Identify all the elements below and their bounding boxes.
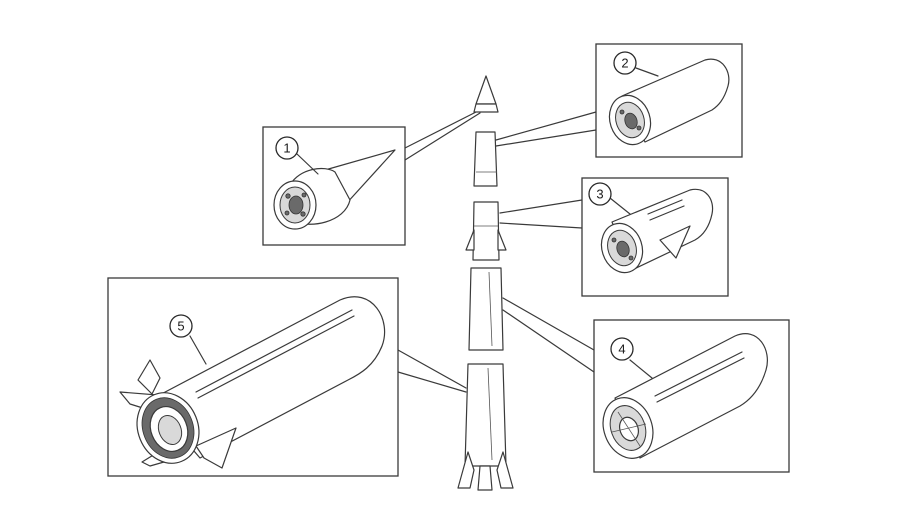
leader-lines [397,109,597,393]
detail-box-2: 2 [595,43,743,158]
detail-box-3: 3 [581,177,729,297]
detail-box-4: 4 [593,319,790,473]
callout-1-label: 1 [283,141,290,156]
detail-box-5: 5 [107,277,399,477]
detail-box-1: 1 [262,126,406,246]
callout-5-circle [169,314,193,338]
callout-3-circle [588,182,612,206]
callout-2-label: 2 [621,56,628,71]
missile-nose-cone [475,75,497,105]
callout-4-circle [610,337,634,361]
callout-2-circle [613,51,637,75]
missile-tail-fins [457,451,475,489]
missile-propulsion-section [464,363,507,467]
callout-5-label: 5 [177,319,184,334]
missile-warhead-section [468,267,504,351]
missile-control-section [472,201,500,261]
callout-4-label: 4 [618,342,625,357]
callout-1-circle [275,136,299,160]
assembled-missile [457,75,514,491]
callout-3-label: 3 [596,187,603,202]
missile-guidance-section [473,131,498,187]
